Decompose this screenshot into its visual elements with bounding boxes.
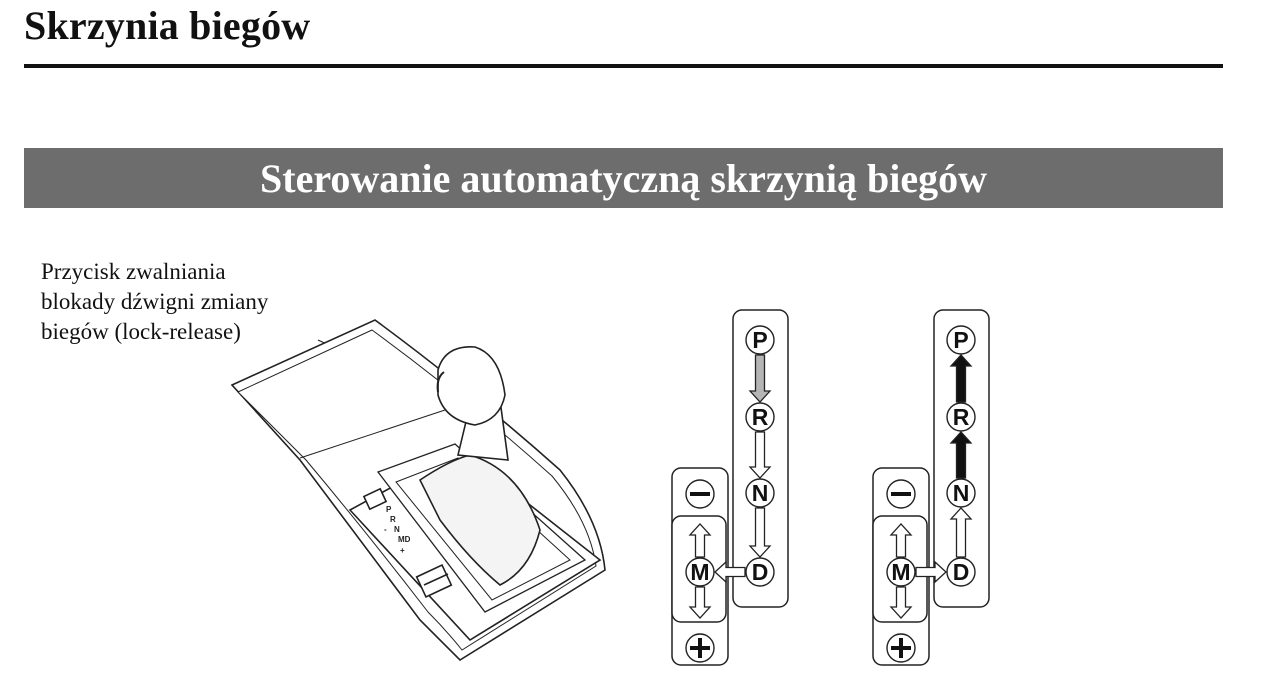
console-indicator-labels: P R - N MD + (384, 505, 411, 555)
position-d: D (946, 557, 976, 587)
arrow-m-down (889, 586, 913, 619)
arrow-n-to-d (748, 507, 772, 558)
position-n: N (745, 478, 775, 508)
position-r: R (745, 402, 775, 432)
section-banner: Sterowanie automatyczną skrzynią biegów (24, 148, 1223, 208)
arrow-r-to-n (748, 431, 772, 479)
indicator-p: P (386, 505, 392, 514)
position-d: D (745, 557, 775, 587)
position-m: M (685, 557, 715, 587)
position-p: P (745, 325, 775, 355)
console-button (362, 487, 388, 511)
svg-text:R: R (752, 404, 769, 430)
indicator-md: MD (398, 535, 411, 544)
callout-line: Przycisk zwalniania (41, 259, 226, 284)
indicator-plus: + (400, 546, 405, 555)
shift-pattern-to-park: P R N D M (872, 309, 990, 666)
svg-text:P: P (953, 327, 968, 353)
callout-line: blokady dźwigni zmiany (41, 289, 269, 314)
position-minus (886, 479, 916, 509)
position-m: M (886, 557, 916, 587)
indicator-minus: - (384, 525, 387, 534)
arrow-m-to-d (915, 560, 947, 584)
arrow-m-up (889, 523, 913, 558)
shifter-illustration (230, 319, 606, 662)
shift-pattern-from-park: P R N D M (671, 309, 789, 666)
indicator-n: N (394, 525, 400, 534)
svg-text:D: D (752, 559, 769, 585)
indicator-r: R (390, 515, 396, 524)
svg-text:N: N (953, 480, 970, 506)
position-plus (685, 633, 715, 663)
callout-line: biegów (lock-release) (41, 319, 241, 344)
shift-boot (418, 454, 541, 586)
arrow-d-to-n (949, 507, 973, 558)
position-plus (886, 633, 916, 663)
position-n: N (946, 478, 976, 508)
shift-knob (437, 346, 506, 426)
svg-text:D: D (953, 559, 970, 585)
arrow-r-to-p (949, 354, 973, 403)
arrow-n-to-r (949, 431, 973, 479)
position-r: R (946, 402, 976, 432)
svg-text:P: P (752, 327, 767, 353)
lock-release-callout: Przycisk zwalniania blokady dźwigni zmia… (41, 257, 268, 347)
arrow-p-to-r (748, 354, 772, 403)
arrow-m-down (688, 586, 712, 619)
position-p: P (946, 325, 976, 355)
svg-text:M: M (690, 559, 709, 585)
arrow-d-to-m (714, 560, 746, 584)
drive-mode-switch (415, 564, 453, 598)
svg-text:N: N (752, 480, 769, 506)
arrow-m-up (688, 523, 712, 558)
svg-text:R: R (953, 404, 970, 430)
svg-text:M: M (891, 559, 910, 585)
position-minus (685, 479, 715, 509)
lock-release-button (436, 371, 445, 393)
page-title: Skrzynia biegów (24, 3, 311, 48)
title-divider (24, 64, 1223, 68)
